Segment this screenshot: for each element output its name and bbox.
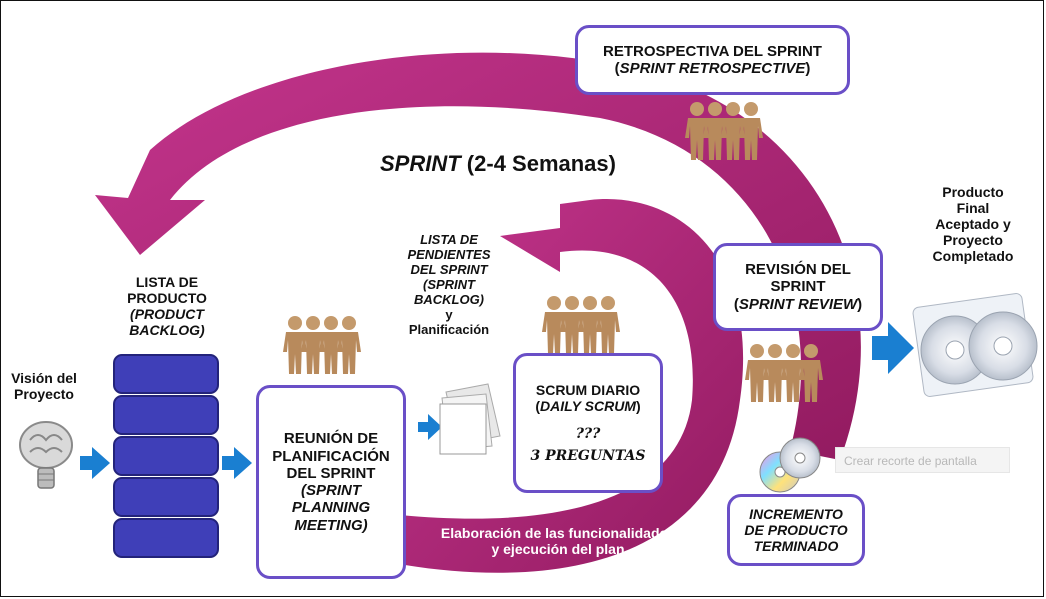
increment-box: INCREMENTO DE PRODUCTO TERMINADO [727, 494, 865, 566]
planning-line6: MEETING) [294, 516, 368, 534]
planning-line2: PLANIFICACIÓN [272, 447, 390, 465]
sprint-backlog-papers-icon [439, 383, 501, 455]
daily-three-questions: 3 PREGUNTAS [530, 448, 646, 465]
sprint-backlog-line5: BACKLOG) [413, 291, 485, 307]
arrow-review-to-final [872, 322, 914, 374]
sprint-title-rest: (2-4 Semanas) [460, 151, 616, 176]
product-backlog-line2: PRODUCTO [127, 290, 207, 307]
retro-paren-open: ( [614, 60, 620, 77]
final-product-label: Producto Final Aceptado y Proyecto Compl… [918, 184, 1028, 264]
daily-team-icon [542, 296, 620, 354]
sprint-backlog-line6: y [445, 306, 453, 322]
product-backlog-line1: LISTA DE [135, 274, 199, 290]
planning-line5: PLANNING [291, 499, 371, 517]
sprint-title: SPRINT (2-4 Semanas) [380, 151, 650, 176]
elaboration-label: Elaboración de las funcionalidades y eje… [408, 525, 708, 557]
sprint-backlog-line3: DEL SPRINT [410, 261, 488, 277]
planning-line4: (SPRINT [301, 482, 361, 499]
product-backlog-line4: BACKLOG) [129, 322, 205, 339]
planning-team-icon [283, 316, 361, 374]
final-line2: Final [956, 200, 990, 217]
retrospective-box: RETROSPECTIVA DEL SPRINT (SPRINT RETROSP… [575, 25, 850, 95]
sprint-backlog-line2: PENDIENTES [407, 246, 491, 262]
planning-line3: DEL SPRINT [286, 464, 376, 482]
sprint-review-box: REVISIÓN DEL SPRINT (SPRINT REVIEW) [713, 243, 883, 331]
screenshot-hint: Crear recorte de pantalla [835, 447, 1010, 473]
arrow-backlog-to-planning [222, 447, 252, 479]
daily-scrum-box: SCRUM DIARIO (DAILY SCRUM) ??? 3 PREGUNT… [513, 353, 663, 493]
sprint-backlog-line7: Planificación [408, 321, 490, 337]
review-paren-close: ) [857, 295, 863, 313]
sprint-backlog-label: LISTA DE PENDIENTES DEL SPRINT (SPRINT B… [383, 232, 515, 338]
retro-line1: RETROSPECTIVA DEL SPRINT [603, 42, 822, 60]
increment-line3: TERMINADO [753, 538, 839, 555]
vision-label: Visión del Proyecto [11, 370, 77, 403]
final-line3: Aceptado y [935, 216, 1011, 233]
product-backlog-stack [113, 354, 219, 558]
final-line1: Producto [942, 184, 1004, 200]
final-line5: Completado [932, 248, 1014, 265]
vision-brain-icon [19, 421, 73, 489]
increment-line1: INCREMENTO [749, 505, 843, 522]
product-backlog-line3: (PRODUCT [130, 306, 204, 323]
retro-line2: SPRINT RETROSPECTIVE [619, 60, 806, 77]
sprint-title-italic: SPRINT [380, 151, 461, 176]
daily-questions-marks: ??? [575, 426, 601, 442]
daily-paren-close: ) [635, 397, 641, 414]
final-product-cd-icon [912, 293, 1038, 397]
daily-line1: SCRUM DIARIO [535, 381, 641, 398]
planning-meeting-box: REUNIÓN DE PLANIFICACIÓN DEL SPRINT (SPR… [256, 385, 406, 579]
planning-line1: REUNIÓN DE [283, 430, 379, 448]
final-line4: Proyecto [943, 232, 1003, 249]
review-line3: SPRINT REVIEW [738, 295, 858, 313]
sprint-backlog-line4: (SPRINT [423, 276, 475, 292]
elaboration-line2: y ejecución del plan [491, 541, 625, 558]
retro-paren-close: ) [805, 60, 811, 77]
review-line2: SPRINT [770, 278, 826, 296]
review-line1: REVISIÓN DEL [745, 261, 851, 279]
increment-line2: DE PRODUCTO [744, 521, 848, 538]
arrow-vision-to-backlog [80, 447, 110, 479]
increment-discs-icon [759, 437, 821, 493]
daily-paren-open: ( [535, 397, 541, 414]
sprint-backlog-line1: LISTA DE [420, 232, 478, 247]
daily-line2: DAILY SCRUM [540, 397, 636, 414]
arrow-planning-to-sprint-backlog [418, 414, 442, 440]
elaboration-line1: Elaboración de las funcionalidades [440, 525, 676, 541]
review-paren-open: ( [733, 295, 739, 313]
product-backlog-label: LISTA DE PRODUCTO (PRODUCT BACKLOG) [102, 274, 232, 338]
